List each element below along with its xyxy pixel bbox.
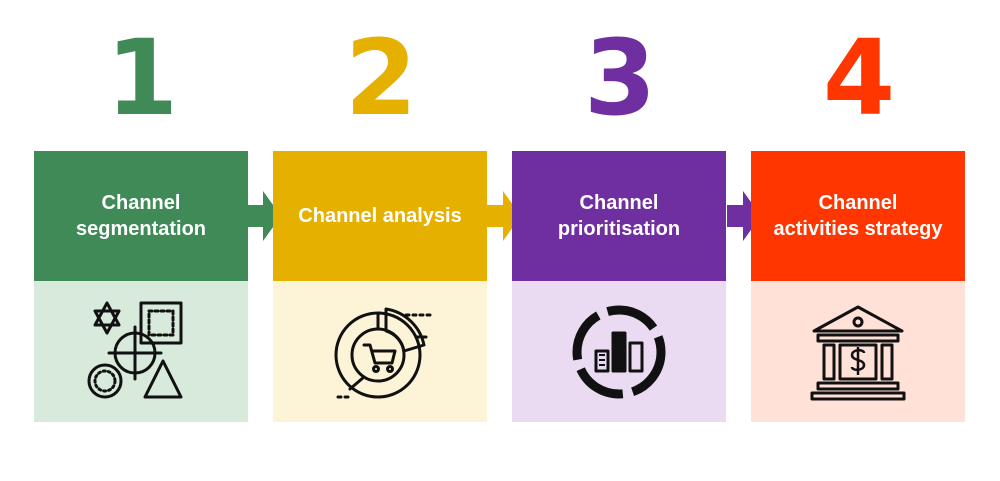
bank-icon bbox=[810, 305, 906, 400]
step-3-panel bbox=[512, 281, 726, 422]
step-4-label: Channel activities strategy bbox=[773, 192, 943, 240]
step-3-number: 3 bbox=[583, 17, 656, 139]
step-4-header: Channel activities strategy bbox=[751, 151, 965, 281]
step-2-panel bbox=[273, 281, 487, 422]
step-4-panel bbox=[751, 281, 965, 422]
step-2-header: Channel analysis bbox=[273, 151, 487, 281]
arrow-3-4 bbox=[727, 191, 761, 241]
step-4-number: 4 bbox=[822, 17, 895, 139]
bar-chart-icon bbox=[572, 305, 666, 398]
step-3-label: Channel prioritisation bbox=[557, 192, 681, 240]
arrow-2-3 bbox=[487, 191, 521, 241]
step-1-label: Channel segmentation bbox=[75, 192, 207, 240]
step-1-header: Channel segmentation bbox=[34, 151, 248, 281]
step-2-number: 2 bbox=[344, 17, 417, 139]
step-2-label: Channel analysis bbox=[298, 205, 462, 227]
step-3-header: Channel prioritisation bbox=[512, 151, 726, 281]
cart-chart-icon bbox=[334, 307, 432, 398]
shapes-icon bbox=[87, 301, 183, 398]
arrow-1-2 bbox=[247, 191, 281, 241]
step-1-panel bbox=[34, 281, 248, 422]
step-1-number: 1 bbox=[105, 17, 178, 139]
